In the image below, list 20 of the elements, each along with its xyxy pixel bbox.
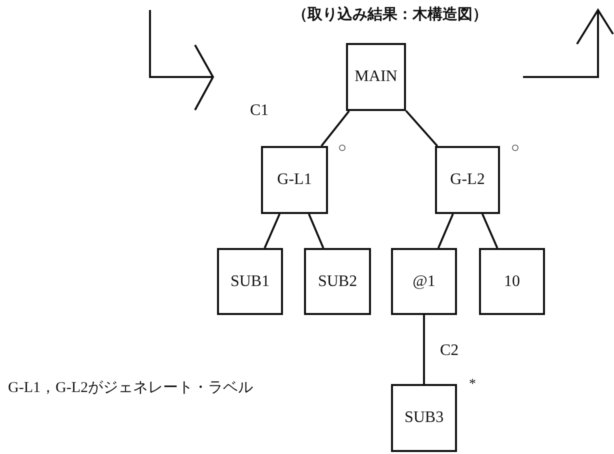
connector-line	[320, 110, 350, 147]
connector-line	[437, 214, 454, 248]
diagram-title: （取り込み結果：木構造図）	[292, 5, 488, 24]
annotation-mark: ○	[511, 141, 520, 157]
tree-node-box: @1	[391, 248, 457, 315]
tree-node-box: G-L2	[435, 146, 500, 214]
connector-line	[264, 214, 280, 248]
tree-node-box: SUB1	[217, 248, 283, 315]
annotation-mark: *	[469, 377, 476, 393]
tree-node-box: MAIN	[346, 43, 406, 111]
connector-line	[308, 214, 324, 248]
connector-line	[405, 110, 438, 147]
note-text: G-L1，G-L2がジェネレート・ラベル	[8, 379, 253, 397]
connector-line	[482, 214, 498, 248]
tree-node-box: SUB3	[391, 384, 457, 452]
annotation-mark: ○	[338, 141, 346, 157]
tree-node-box: SUB2	[304, 248, 371, 315]
tree-node-box: G-L1	[261, 146, 328, 214]
tree-node-box: 10	[479, 248, 545, 315]
connector-line	[423, 315, 425, 384]
